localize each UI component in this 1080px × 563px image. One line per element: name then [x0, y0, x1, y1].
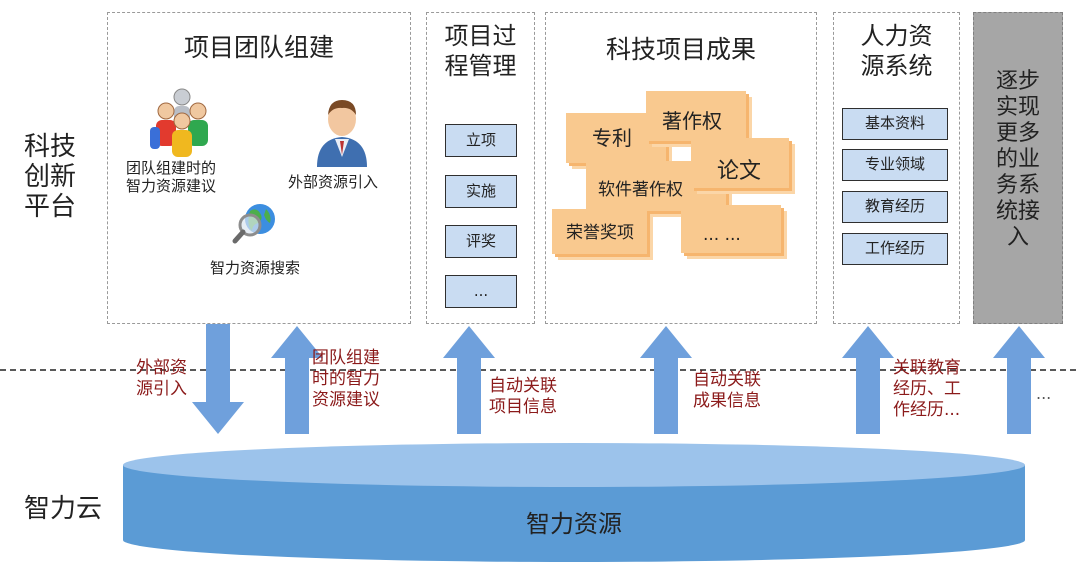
- results-panel: 科技项目成果 专利 著作权 软件著作权 论文 荣誉奖项 ... ...: [545, 12, 817, 324]
- note-paper: 论文: [691, 138, 789, 188]
- future-integration-text: 逐步 实现 更多 的业 务系 统接 入: [995, 69, 1040, 250]
- note-honor-award: 荣誉奖项: [552, 209, 647, 254]
- globe-search-icon: [232, 204, 275, 244]
- layer-divider: [0, 369, 1080, 371]
- resource-search-label: 智力资源搜索: [210, 259, 301, 277]
- platform-label: 科技 创新 平台: [24, 132, 77, 222]
- note-more: ... ...: [681, 205, 781, 253]
- stage-item-implementation: 实施: [445, 175, 517, 208]
- arrow-label-more: ...: [1036, 384, 1052, 403]
- future-integration-panel: 逐步 实现 更多 的业 务系 统接 入: [973, 12, 1063, 324]
- process-panel-title: 项目过 程管理: [444, 22, 517, 80]
- arrow-label-project: 自动关联 项目信息: [489, 376, 557, 417]
- team-panel-title: 项目团队组建: [183, 33, 334, 62]
- arrow-up-results: [640, 326, 692, 434]
- results-panel-title: 科技项目成果: [605, 35, 756, 64]
- hr-panel-title: 人力资 源系统: [860, 22, 933, 80]
- arrow-up-more: [993, 326, 1045, 434]
- stage-item-more: ...: [445, 275, 517, 308]
- external-resource-label: 外部资源引入: [288, 173, 379, 191]
- hr-item-education: 教育经历: [842, 191, 948, 223]
- note-copyright: 著作权: [646, 91, 746, 141]
- arrow-up-team-advice: [271, 326, 323, 434]
- hr-panel: 人力资 源系统 基本资料 专业领域 教育经历 工作经历: [833, 12, 960, 324]
- arrow-down-external: [192, 324, 244, 434]
- process-panel: 项目过 程管理 立项 实施 评奖 ...: [426, 12, 535, 324]
- hr-item-basic-info: 基本资料: [842, 108, 948, 140]
- hr-item-field: 专业领域: [842, 149, 948, 181]
- team-panel: 项目团队组建 团队组建时的 智力资源建议 外部资源引入 智力资源搜索: [107, 12, 411, 324]
- hr-item-work: 工作经历: [842, 233, 948, 265]
- businessman-icon: [317, 100, 367, 167]
- stage-item-approval: 立项: [445, 124, 517, 157]
- team-advice-label: 团队组建时的 智力资源建议: [126, 159, 217, 195]
- cloud-db-label: 智力资源: [526, 510, 622, 538]
- arrow-up-project: [443, 326, 495, 434]
- cloud-label: 智力云: [24, 494, 103, 524]
- arrow-label-external: 外部资 源引入: [136, 358, 187, 399]
- team-people-icon: [150, 88, 208, 157]
- arrow-label-hr: 关联教育 经历、工 作经历...: [893, 358, 961, 420]
- arrow-label-results: 自动关联 成果信息: [693, 370, 761, 411]
- stage-item-award: 评奖: [445, 225, 517, 258]
- arrow-label-team-advice: 团队组建 时的智力 资源建议: [312, 348, 380, 410]
- arrow-up-hr: [842, 326, 894, 434]
